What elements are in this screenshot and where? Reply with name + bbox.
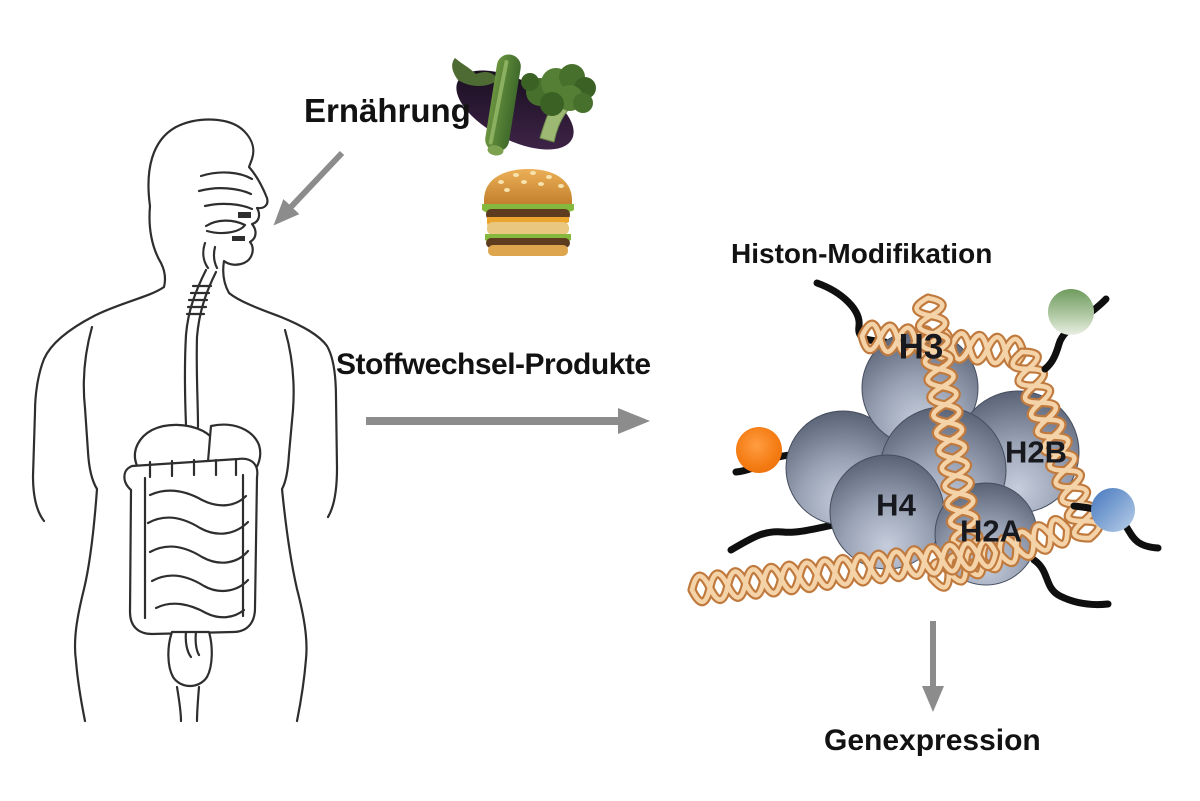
vegetables-icon [452,54,596,156]
burger-bottom-bun [488,245,568,256]
burger-icon [482,169,574,256]
zucchini [485,54,521,156]
orange-ball-icon [736,427,782,473]
trachea-rings [185,284,213,316]
esophagus [183,268,218,429]
body-outline [31,118,339,723]
human-digestive-system-illustration [31,118,339,723]
blue-ball-icon [1091,488,1135,532]
histone-label-h4: H4 [876,487,916,523]
rectum-inner [184,630,201,659]
histone-label-h2b: H2B [1004,434,1068,470]
mouth-cross-section [197,171,254,270]
nutrition-label: Ernährung [304,92,471,129]
histone-tail-h3 [813,279,889,346]
broccoli [521,64,596,143]
gene-expression-label: Genexpression [824,724,1041,757]
histone-label-h3: H3 [898,327,944,367]
histone-tail-h2a [1030,556,1112,609]
colon-haustra [143,458,245,620]
nutrition-arrow [273,150,345,226]
burger-sesame-seeds [498,171,564,192]
green-ball-icon [1048,289,1094,335]
histone-tail-h4 [727,518,852,554]
histone-label-h2a: H2A [959,513,1023,549]
histone-modification-label: Histon-Modifikation [731,238,993,269]
metabolites-label: Stoffwechsel-Produkte [336,348,651,381]
nucleosome-illustration [690,279,1162,609]
eggplant-stem [452,58,498,86]
teeth-marks [232,212,251,241]
small-intestine [146,489,250,619]
rectum [167,630,213,688]
burger-middle-bun [487,222,569,235]
